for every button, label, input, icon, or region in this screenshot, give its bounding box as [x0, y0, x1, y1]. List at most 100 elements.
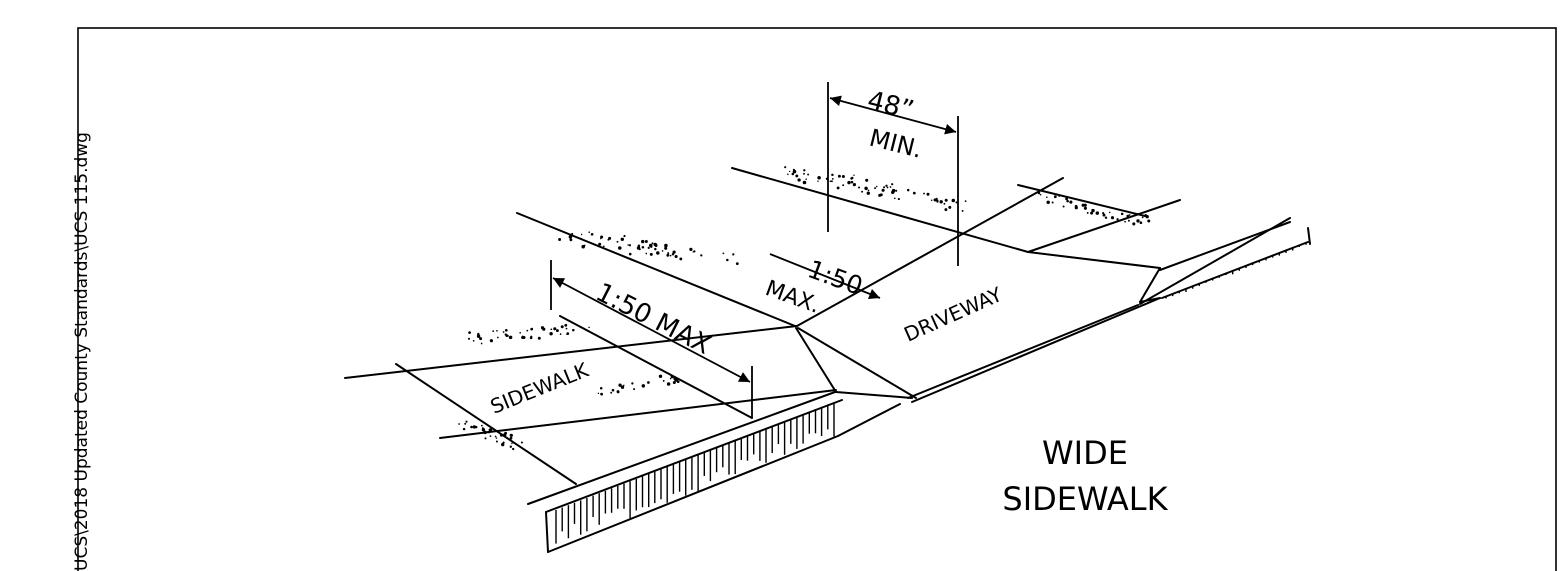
stipple-dot — [674, 254, 678, 259]
stipple-dot — [1104, 216, 1108, 219]
stipple-dot — [1102, 211, 1105, 215]
stipple-dot — [628, 244, 632, 247]
stipple-dot — [679, 257, 683, 261]
dimension-lines — [550, 82, 959, 418]
stipple-dot — [492, 330, 495, 332]
stipple-dot — [889, 186, 892, 188]
stipple-dot — [700, 254, 703, 257]
stipple-dot — [480, 342, 483, 345]
stipple-dot — [512, 447, 515, 451]
stipple-dot — [669, 377, 672, 380]
stipple-dot — [1046, 200, 1050, 205]
stipple-dot — [623, 384, 625, 387]
stipple-dot — [631, 382, 634, 385]
stipple-dot — [944, 208, 948, 212]
stipple-dot — [540, 326, 545, 330]
stipple-dot — [1136, 219, 1140, 223]
stipple-dot — [1053, 195, 1057, 199]
stipple-dot — [495, 437, 498, 439]
stipple-dot — [1066, 199, 1069, 203]
stipple-dot — [620, 385, 625, 389]
stipple-dot — [599, 386, 603, 390]
stipple-dot — [479, 337, 483, 341]
stipple-dot — [912, 191, 916, 195]
stipple-dot — [850, 180, 854, 184]
stipple-dot — [1102, 213, 1106, 217]
stipple-dot — [841, 175, 845, 178]
stipple-dot — [653, 242, 657, 247]
stipple-dot — [1110, 216, 1115, 220]
stipple-dot — [610, 391, 613, 394]
stipple-dot — [555, 329, 559, 333]
stipple-dot — [875, 185, 878, 188]
stipple-dot — [565, 327, 568, 330]
stipple-dot — [948, 205, 952, 209]
stipple-dot — [797, 178, 801, 182]
stipple-dot — [602, 245, 605, 248]
stipple-dot — [641, 245, 645, 249]
stipple-dot — [649, 252, 653, 256]
stipple-dot — [1069, 200, 1073, 204]
stipple-dot — [611, 388, 615, 392]
stipple-dot — [530, 335, 533, 338]
stipple-dot — [651, 242, 654, 245]
stipple-dot — [895, 189, 898, 192]
stipple-dot — [569, 238, 573, 242]
stipple-dot — [847, 180, 851, 185]
stipple-dot — [560, 325, 564, 329]
stipple-dot — [1091, 208, 1095, 213]
stipple-dot — [600, 392, 603, 396]
stipple-dot — [526, 329, 529, 332]
stipple-dot — [633, 388, 636, 391]
stipple-dot — [693, 250, 696, 253]
stipple-dot — [509, 436, 513, 440]
stipple-dot — [580, 233, 583, 236]
stipple-dot — [676, 380, 680, 384]
stipple-dot — [501, 442, 505, 447]
stipple-dot — [923, 192, 925, 195]
stipple-dot — [654, 247, 657, 251]
stipple-dot — [689, 247, 693, 252]
stipple-dot — [836, 186, 840, 190]
stipple-dot — [1046, 196, 1048, 198]
stipple-dot — [623, 234, 626, 238]
stipple-dot — [857, 186, 861, 189]
stipple-dot — [955, 201, 958, 204]
stipple-dot — [558, 238, 562, 241]
stipple-dot — [549, 331, 553, 336]
stipple-dot — [508, 335, 513, 340]
width-min-suffix: MIN. — [867, 124, 926, 164]
stipple-dot — [886, 186, 889, 189]
stipple-dot — [1128, 214, 1131, 216]
stipple-dot — [636, 246, 641, 250]
stipple-dot — [482, 427, 484, 429]
stipple-dot — [891, 183, 894, 186]
stipple-dot — [608, 236, 612, 240]
stipple-dot — [667, 252, 670, 255]
stipple-dot — [831, 178, 834, 180]
stipple-dot — [1145, 215, 1149, 219]
stipple-dot — [817, 180, 819, 182]
stipple-dot — [789, 170, 791, 173]
stipple-dot — [598, 242, 602, 246]
stipple-dot — [656, 251, 660, 255]
stipple-dot — [644, 239, 648, 244]
stipple-dot — [964, 200, 967, 202]
stipple-dot — [1074, 204, 1078, 208]
stipple-dot — [1124, 220, 1126, 223]
stipple-dot — [722, 252, 725, 255]
stipple-dot — [628, 252, 632, 256]
stipple-dot — [874, 187, 877, 190]
stipple-dot — [476, 334, 481, 338]
stipple-dot — [784, 166, 787, 169]
stipple-dot — [894, 197, 896, 200]
stipple-dot — [669, 254, 672, 257]
stipple-dot — [509, 433, 513, 438]
stipple-dot — [803, 169, 806, 172]
stipple-dot — [795, 174, 799, 178]
stipple-dot — [791, 172, 795, 176]
stipple-dot — [588, 231, 590, 233]
stipple-dot — [672, 250, 676, 254]
stipple-dot — [933, 198, 937, 202]
stipple-dot — [530, 327, 534, 331]
